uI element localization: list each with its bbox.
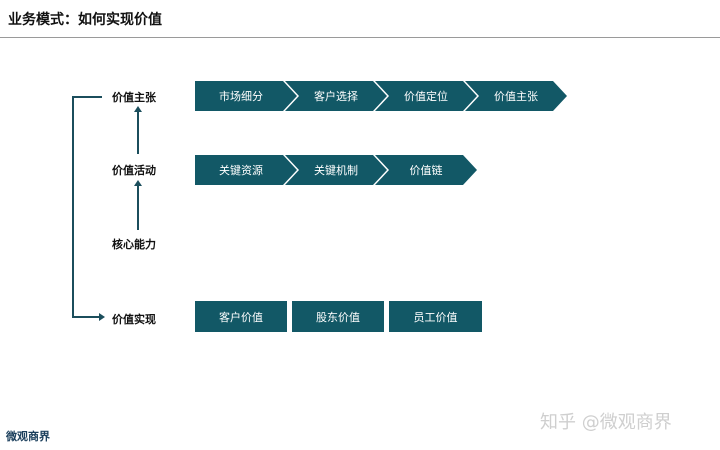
bracket-arrow-head <box>99 313 105 321</box>
value-box-employee: 员工价值 <box>389 301 482 332</box>
row2-chevron-2 <box>375 155 477 185</box>
label-core-capability: 核心能力 <box>112 238 156 251</box>
arrow-capability-to-activity-line <box>137 186 139 230</box>
arrow-activity-to-proposition-line <box>137 112 139 154</box>
arrow-up-head-2 <box>134 180 142 186</box>
row1-chevron-label-2: 价值定位 <box>404 89 448 103</box>
bracket-bottom <box>72 316 100 318</box>
row2-chevron-label-0: 关键资源 <box>219 163 263 177</box>
row1-chevron-label-1: 客户选择 <box>314 89 358 103</box>
row2-chevron-label-2: 价值链 <box>410 163 443 177</box>
row1-chevron-0 <box>195 81 297 111</box>
label-value-realization: 价值实现 <box>112 313 156 326</box>
label-value-activity: 价值活动 <box>112 164 156 177</box>
row1-chevron-2 <box>375 81 477 111</box>
value-box-customer: 客户价值 <box>195 301 287 332</box>
label-value-proposition: 价值主张 <box>112 91 156 104</box>
row2-chevron-1 <box>285 155 387 185</box>
watermark: 知乎 @微观商界 <box>540 412 672 433</box>
row1-chevron-label-3: 价值主张 <box>494 90 538 103</box>
row2-chevron-label-1: 关键机制 <box>314 163 358 177</box>
title-divider <box>0 37 720 38</box>
row1-chevrons: 市场细分 客户选择 价值定位 价值主张 <box>195 81 567 111</box>
arrow-up-head-1 <box>134 106 142 112</box>
footer-brand: 微观商界 <box>6 430 50 443</box>
row1-chevron-label-0: 市场细分 <box>219 89 263 103</box>
row1-chevron-3 <box>465 81 567 111</box>
bracket-top <box>72 96 102 98</box>
bracket-vertical <box>72 96 74 318</box>
row2-chevron-0 <box>195 155 297 185</box>
value-box-shareholder: 股东价值 <box>292 301 384 332</box>
page-title: 业务模式：如何实现价值 <box>8 12 162 28</box>
row1-chevron-1 <box>285 81 387 111</box>
row2-chevrons: 关键资源 关键机制 价值链 <box>195 155 477 185</box>
